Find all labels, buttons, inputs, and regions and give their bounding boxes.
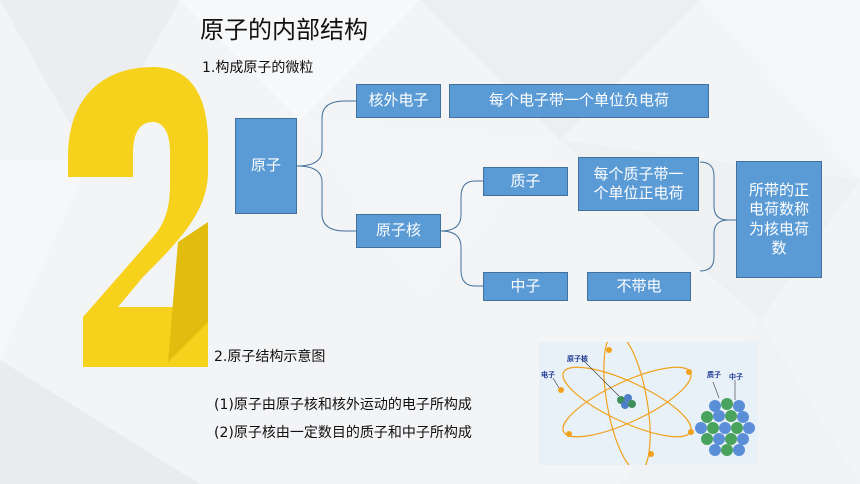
- big-number-two-decoration: [68, 67, 208, 367]
- atom-illustration: [552, 332, 755, 472]
- text-line-1: (1)原子由原子核和核外运动的电子所构成: [214, 397, 472, 413]
- neutron-box: 中子: [483, 272, 568, 301]
- diagram-label-nucleus: 原子核: [567, 355, 588, 363]
- proton-box: 质子: [483, 167, 568, 196]
- diagram-label-neutron: 中子: [729, 373, 743, 381]
- atom-box: 原子: [235, 118, 297, 214]
- electron-charge-box: 每个电子带一个单位负电荷: [449, 84, 709, 118]
- atom-structure-diagram: 原子核 电子 质子 中子: [539, 332, 758, 472]
- nuclear-charge-note-box: 所带的正电荷数称为核电荷数: [736, 161, 822, 278]
- diagram-label-electron: 电子: [541, 371, 555, 379]
- diagram-label-proton: 质子: [707, 371, 721, 379]
- electron-box: 核外电子: [356, 84, 441, 118]
- proton-charge-box: 每个质子带一个单位正电荷: [578, 157, 699, 211]
- page-title: 原子的内部结构: [200, 16, 368, 44]
- nucleus-box: 原子核: [356, 214, 441, 248]
- neutron-charge-box: 不带电: [587, 272, 691, 301]
- section-heading-diagram: 2.原子结构示意图: [214, 349, 326, 365]
- section-heading-particles: 1.构成原子的微粒: [202, 60, 314, 76]
- text-line-2: (2)原子核由一定数目的质子和中子所构成: [214, 425, 472, 441]
